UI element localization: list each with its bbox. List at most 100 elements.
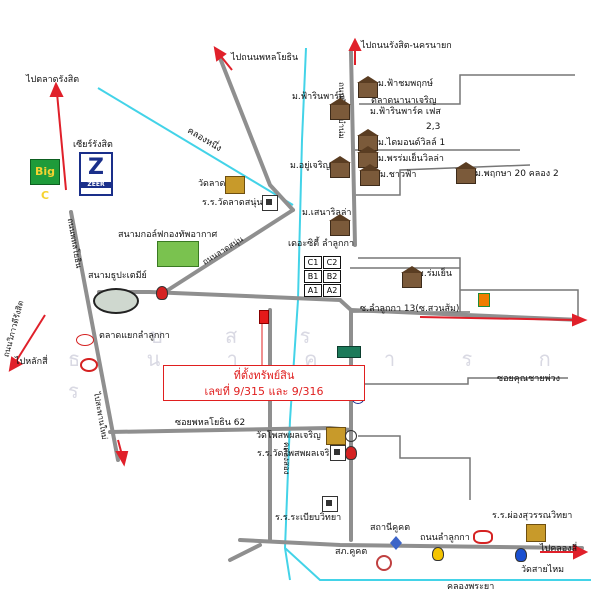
police-station-icon [376,555,392,571]
house-icon [455,162,477,184]
label-fa-rin-park: ม.ฟ้ารินพาร์ค [292,92,346,102]
house-icon [401,266,423,288]
canal-khlong-nueng [97,87,294,206]
label-zeer-rangsit: เซียร์รังสิต [73,140,113,150]
boundary-line [358,435,471,500]
boundary-line [460,289,579,318]
arrow-head [49,81,64,97]
label-air-force-golf: สนามกอล์ฟกองทัพอากาศ [118,230,218,240]
train-station-icon [390,536,402,550]
canal-khlong-phraya [284,547,591,581]
direction-arrows [8,37,589,560]
callout-line-1: ที่ตั้งทรัพย์สิน [233,369,295,382]
road-lat-sanun [166,208,295,292]
plot-c2: C2 [323,256,341,269]
label-to-khlong-si: ไปคลองสี่ [540,544,578,554]
label-wat-sai-mai: วัดสายไหม [521,565,565,575]
stadium-icon [93,288,139,314]
seven-eleven-icon [478,293,490,307]
label-to-phahon-yothin: ไปถนนพหลโยธิน [231,53,299,63]
label-phase-2-3: 2,3 [426,122,441,132]
roads [69,50,584,562]
label-to-lak-si: ไปหลักสี่ [15,357,48,367]
road-phu-yai [349,50,357,247]
road-lam-luk-ka [238,538,584,550]
bank-icon [337,346,361,358]
label-senarin-villa: ม.เสนาริลล่า [302,208,352,218]
house-icon [359,164,381,186]
school-icon [262,195,278,211]
label-wat-lat-sanun: วัดลาดสนุ่น [198,179,244,189]
arrow-head [8,356,23,372]
arrow-head [213,46,227,62]
property-site-marker [259,310,269,324]
boundary-line [343,377,568,385]
label-wat-phosop: วัดโพสพผลเจริญ [256,431,321,441]
label-yu-charoen: ม.อยู่เจริญ [290,161,331,171]
arrow-to-talat-rangsit [56,92,67,191]
school-icon [322,496,338,512]
label-soi-13: ซ.ลำลูกกา 13(ซ.สวนส้ม) [360,304,460,314]
label-the-city: เดอะซิตี้ ลำลูกกา [288,239,355,249]
temple-icon [526,524,546,542]
plot-b2: B2 [323,270,341,283]
plot-a2: A2 [323,284,341,297]
house-icon [329,156,351,178]
plot-b1: B1 [304,270,322,283]
boundary-line [358,257,461,312]
road-to-phahon [218,56,295,212]
toyota-logo-icon [80,358,98,372]
arrow-head [573,544,589,560]
police-station-icon [345,430,357,442]
label-khlong-phraya: คลองพระยา [447,582,495,592]
big-c-logo: Big C [30,159,60,202]
fuel-station-icon [432,547,444,561]
label-talat-yaek: ตลาดแยกลำลูกกา [99,331,170,341]
boundary-line [359,74,575,105]
fuel-station-icon [515,548,527,562]
label-phong-suwan: ร.ร.ผ่องสุวรรณวิทยา [492,511,573,521]
road-lam-luk-ka-v [338,298,353,542]
label-to-talat-rangsit: ไปตลาดรังสิต [26,75,80,85]
road-soi-13 [349,308,583,322]
golf-course-icon [157,241,199,267]
label-thanon-lam-luk-ka: ถนนลำลูกกา [420,533,470,543]
house-icon [357,76,379,98]
arrow-to-lak-si [14,314,46,364]
label-to-rangsit-nakhon-nayok: ไปถนนรังสิต-นครนายก [361,41,452,51]
label-rom-yen: ม.ร่มเย็น [418,269,453,279]
house-icon [329,214,351,236]
label-khlong-song: คลองสอง [282,442,291,475]
label-rabiap-witthaya: ร.ร.ระเบียบวิทยา [275,513,342,523]
label-khu-khot-police: สภ.คูคต [335,547,368,557]
canals [97,47,591,581]
plot-a1: A1 [304,284,322,297]
callout-line-2: เลขที่ 9/315 และ 9/316 [204,385,324,398]
arrow-head [572,313,588,327]
zeer-letter: Z [88,155,104,180]
label-thupatemi-stadium: สนามธูปะเตมีย์ [88,271,147,281]
label-soi-khun-chai: ซอยคุณชายพ่วง [497,374,560,384]
canal-khlong-song [283,47,307,581]
road-segment [228,543,262,562]
arrow-soi-13 [419,316,578,321]
zeer-sub: ZEER [81,182,111,188]
arrow-head [115,451,129,467]
bank-icon [473,530,493,544]
label-diamond-villa: ม.ไดมอนด์วิลล์ 1 [378,138,446,148]
label-talat-nana: ตลาดนานาเจริญ [371,96,437,106]
label-phruksa-20: ม.พฤกษา 20 คลอง 2 [475,169,559,179]
fuel-station-icon [156,286,168,300]
temple-icon [326,427,346,445]
label-phorn-rom-yen: ม.พรร่มเย็นวิลล่า [378,154,444,164]
label-fa-rin-phase: ม.ฟ้ารินพาร์ค เฟส [370,107,441,117]
nissan-logo-icon [76,334,94,346]
school-icon [330,445,346,461]
road-phahon-yothin [69,210,120,462]
watermark-row-1: บ ส ร [150,324,339,348]
arrow-head [348,37,362,51]
label-khu-khot-station: สถานีคูคต [370,523,411,533]
temple-icon [225,176,245,194]
